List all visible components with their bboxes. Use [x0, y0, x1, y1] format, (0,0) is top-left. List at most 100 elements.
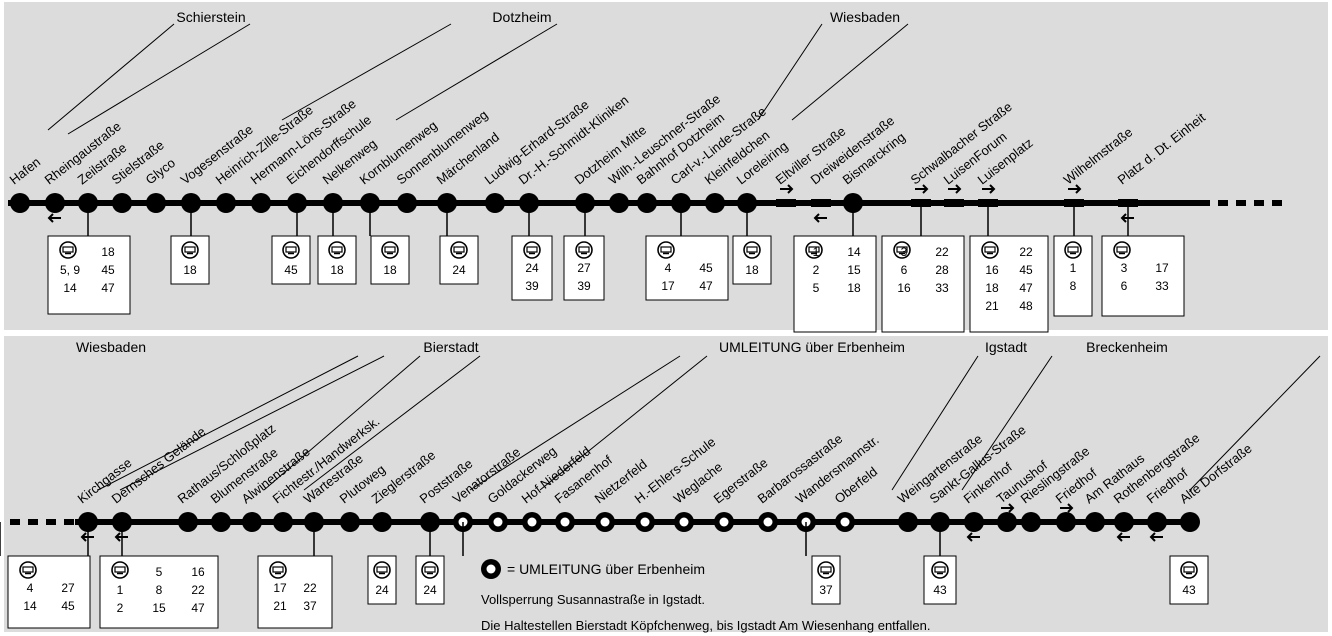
transfer-line-number: 39	[525, 279, 539, 293]
stop-marker	[1085, 512, 1105, 532]
district-leader-line	[119, 355, 385, 491]
transfer-line-number: 22	[303, 581, 317, 595]
transfer-line-number: 1	[1070, 261, 1077, 275]
bus-icon	[19, 561, 37, 579]
bus-icon-body	[820, 566, 832, 573]
transfer-line-number: 22	[191, 583, 205, 597]
district-leader-line	[757, 23, 823, 121]
bus-icon-body	[526, 246, 538, 253]
transfer-line-number: 2	[813, 263, 820, 277]
transfer-line-number: 1	[117, 583, 124, 597]
bus-icon	[421, 561, 439, 579]
bus-icon	[450, 241, 468, 259]
bus-icon-body	[934, 566, 946, 573]
transfer-line-number: 21	[273, 599, 287, 613]
detour-stop-marker-inner	[493, 517, 503, 527]
stop-marker	[1056, 512, 1076, 532]
legend-detour-text: = UMLEITUNG über Erbenheim	[507, 561, 705, 577]
bus-icon	[931, 561, 949, 579]
district-label: Dotzheim	[492, 9, 551, 25]
district-leader-line	[1189, 355, 1321, 491]
bus-icon	[328, 241, 346, 259]
stop-marker	[146, 193, 166, 213]
district-leader-line	[303, 355, 481, 491]
bus-icon-body	[660, 246, 672, 253]
bus-icon	[269, 561, 287, 579]
one-way-stop-marker	[776, 199, 796, 207]
district-leader-line	[281, 23, 452, 121]
legend-note-1: Vollsperrung Susannastraße in Igstadt.	[481, 592, 705, 607]
arrow-right-icon	[1068, 184, 1082, 194]
bus-icon-body	[746, 246, 758, 253]
transfer-box	[257, 555, 333, 629]
transfer-line-number: 27	[577, 261, 591, 275]
bus-icon	[1064, 241, 1082, 259]
stop-marker	[898, 512, 918, 532]
stop-marker	[1021, 512, 1041, 532]
transfer-line-number: 24	[525, 261, 539, 275]
arrow-left-icon	[813, 213, 827, 223]
transfer-line-number: 45	[284, 263, 298, 277]
bus-icon	[111, 561, 129, 579]
bus-icon	[575, 241, 593, 259]
bus-icon-body	[384, 246, 396, 253]
stop-marker	[1147, 512, 1167, 532]
detour-stop-marker-inner	[600, 517, 610, 527]
district-leader-line	[97, 355, 359, 491]
transfer-line-number: 37	[819, 583, 833, 597]
arrow-left-icon	[1116, 532, 1130, 542]
bus-icon-body	[114, 566, 126, 573]
bus-icon-body	[808, 246, 820, 253]
bus-icon	[981, 241, 999, 259]
transfer-line-number: 33	[935, 281, 949, 295]
transfer-line-number: 22	[1019, 245, 1033, 259]
one-way-stop-marker	[944, 199, 964, 207]
bus-icon	[181, 241, 199, 259]
transfer-line-number: 47	[191, 601, 205, 615]
transfer-line-number: 37	[303, 599, 317, 613]
arrow-left-icon	[1149, 532, 1163, 542]
bus-icon	[381, 241, 399, 259]
transfer-line-number: 22	[935, 245, 949, 259]
transfer-line-number: 18	[101, 245, 115, 259]
bus-icon	[1180, 561, 1198, 579]
legend-detour-marker-inner	[486, 564, 496, 574]
bus-icon-body	[1183, 566, 1195, 573]
transfer-line-number: 17	[273, 581, 287, 595]
transfer-line-number: 17	[1155, 261, 1169, 275]
transfer-line-number: 39	[577, 279, 591, 293]
stop-marker	[10, 193, 30, 213]
transfer-line-number: 14	[23, 599, 37, 613]
detour-stop-marker-inner	[640, 517, 650, 527]
detour-stop-marker-inner	[719, 517, 729, 527]
district-label: UMLEITUNG über Erbenheim	[719, 339, 905, 355]
district-leader-line	[469, 355, 681, 491]
transfer-line-number: 24	[423, 583, 437, 597]
transfer-line-number: 3	[901, 245, 908, 259]
district-label: Breckenheim	[1086, 339, 1168, 355]
transfer-line-number: 45	[61, 599, 75, 613]
stop-marker	[1180, 512, 1200, 532]
stop-marker	[216, 193, 236, 213]
arrow-left-icon	[47, 213, 61, 223]
bus-icon-body	[272, 566, 284, 573]
transfer-line-number: 14	[847, 245, 861, 259]
arrow-right-icon	[915, 184, 929, 194]
stop-marker	[637, 193, 657, 213]
legend-note-2: Die Haltestellen Bierstadt Köpfchenweg, …	[481, 618, 930, 633]
stop-marker	[397, 193, 417, 213]
bus-icon-body	[376, 566, 388, 573]
transfer-line-number: 24	[375, 583, 389, 597]
transfer-line-number: 43	[1182, 583, 1196, 597]
transfer-line-number: 1	[813, 245, 820, 259]
transfer-line-number: 48	[1019, 299, 1033, 313]
transfer-line-number: 28	[935, 263, 949, 277]
transfer-line-number: 33	[1155, 279, 1169, 293]
district-leader-line	[891, 355, 979, 491]
transfer-line-number: 16	[897, 281, 911, 295]
district-label: Schierstein	[176, 9, 245, 25]
district-leader-line	[47, 23, 175, 131]
transfer-box	[645, 235, 729, 301]
transfer-line-number: 3	[1121, 261, 1128, 275]
transfer-line-number: 18	[183, 263, 197, 277]
